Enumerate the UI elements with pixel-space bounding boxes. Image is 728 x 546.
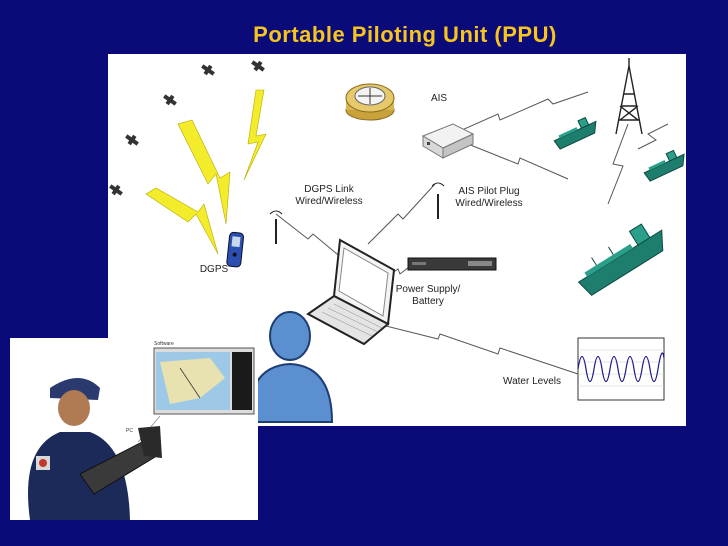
power-supply-icon [407,257,497,271]
diagram-graphics [109,58,685,423]
power-supply-label-line1: Power Supply/ [395,284,461,295]
ship-icon [577,223,664,296]
satellite-icon [251,60,265,72]
software-screenshot [153,347,255,415]
gps-receiver-icon [226,231,245,268]
dgps-link-label-line1: DGPS Link [304,184,354,195]
satellite-icon [201,64,215,76]
pilot-figure [28,378,162,520]
software-label: Software [154,341,174,347]
antenna-icons [269,182,445,244]
ais-plug-line [367,183,436,245]
lightning-icon [177,119,231,225]
ais-pilot-plug-label: AIS Pilot Plug Wired/Wireless [444,186,534,210]
power-supply-label-line2: Battery [412,296,444,307]
satellite-icons [109,60,265,196]
pilot-photo: Software PC [10,338,258,520]
satellite-icon [125,134,139,146]
connection-lines [275,91,669,375]
water-levels-label: Water Levels [503,376,561,387]
dgps-link-label-line2: Wired/Wireless [295,196,363,207]
lightning-icons [145,89,267,255]
tower-ship-line-2 [607,123,629,205]
lightning-icon [145,187,219,255]
pilot-photo-graphics [28,347,255,520]
slide-title: Portable Piloting Unit (PPU) [253,22,557,47]
dgps-link-label: DGPS Link Wired/Wireless [284,184,374,208]
compass-icon [345,83,395,121]
person-icon [246,311,334,423]
ais-pilot-plug-label-line1: AIS Pilot Plug [458,186,520,197]
ais-ship-line [467,143,569,180]
ais-pilot-plug-label-line2: Wired/Wireless [455,198,523,209]
satellite-icon [109,184,123,196]
tower-ship-line-1 [637,123,669,150]
antenna-icon [269,210,283,244]
ais-label: AIS [430,93,448,104]
dgps-link-line [275,213,344,260]
ais-tower-line [452,91,589,135]
ais-transponder-icon [421,123,475,159]
ship-icon [553,116,597,150]
dgps-label: DGPS [199,264,229,275]
ship-icon [643,149,685,182]
power-supply-label: Power Supply/ Battery [392,284,464,308]
pc-label: PC [126,428,133,434]
radio-tower-icon [615,58,643,135]
lightning-icon [243,89,267,181]
laptop-icon [306,238,396,346]
water-level-chart-icon [577,337,665,401]
antenna-icon [431,182,445,219]
water-level-line [377,323,579,375]
satellite-icon [163,94,177,106]
ship-icons [553,116,685,296]
